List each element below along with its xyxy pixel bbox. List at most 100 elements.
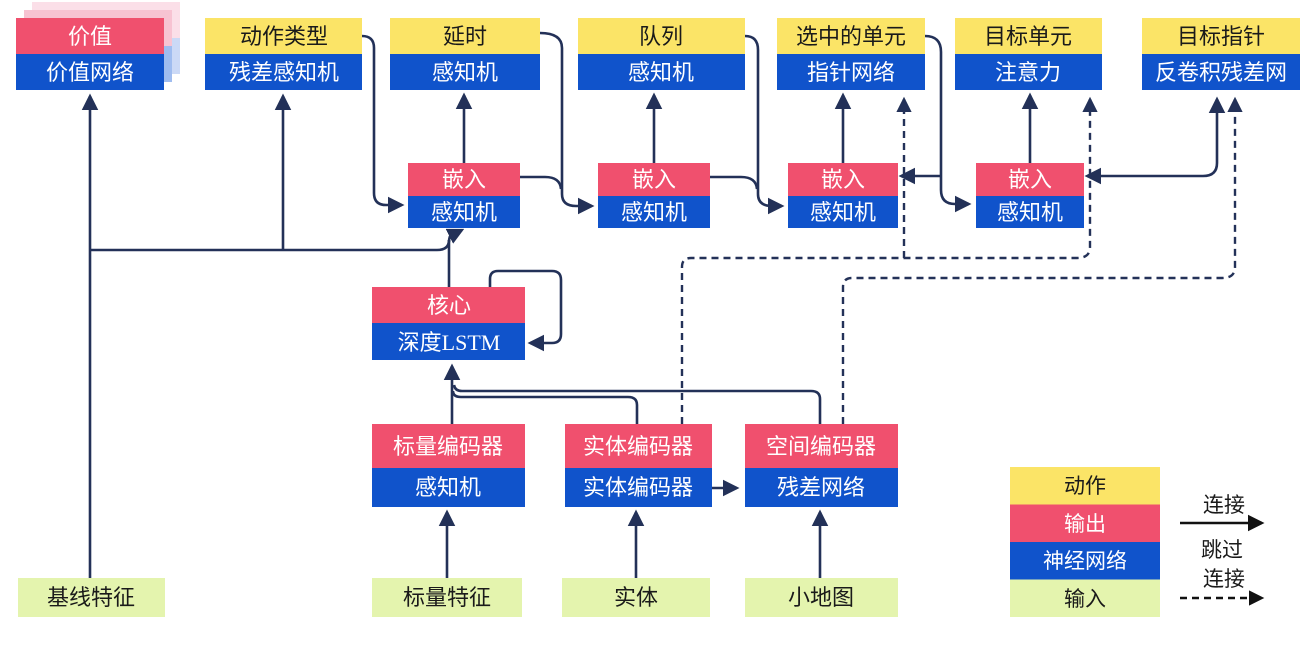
- line-spatial-encoder-to-core: [452, 384, 822, 424]
- arrow-core-to-embed1-bottom: [445, 228, 465, 244]
- legend-skip-label-2: 连接: [1203, 567, 1245, 591]
- node-embed1: 嵌入 感知机: [408, 163, 520, 228]
- embed1-head-box: [408, 163, 520, 196]
- target-unit-body-box: [955, 54, 1102, 90]
- embed3-head-label: 嵌入: [821, 167, 865, 192]
- target-point-head-label: 目标指针: [1177, 24, 1265, 49]
- target-unit-head-box: [955, 18, 1102, 54]
- delay-head-label: 延时: [443, 24, 487, 49]
- scalar-encoder-head-label: 标量编码器: [393, 434, 503, 459]
- node-queue: 队列 感知机: [578, 18, 745, 90]
- spatial-encoder-body-box: [745, 468, 898, 507]
- embed4-body-label: 感知机: [997, 200, 1063, 225]
- solid-connections: [81, 31, 1226, 578]
- value-head-label: 价值: [68, 24, 112, 49]
- entities-box: [562, 578, 710, 617]
- minimap-box: [745, 578, 898, 617]
- target-unit-body-label: 注意力: [995, 60, 1061, 85]
- node-scalar-features: 标量特征: [372, 578, 522, 617]
- delay-head-box: [390, 18, 540, 54]
- entity-encoder-body-label: 实体编码器: [583, 475, 693, 500]
- legend-network-box: [1010, 542, 1160, 580]
- scalar-features-label: 标量特征: [403, 585, 491, 610]
- target-point-body-box: [1142, 54, 1300, 90]
- legend-output-box: [1010, 504, 1160, 542]
- legend-input-box: [1010, 579, 1160, 617]
- core-head-label: 核心: [427, 293, 471, 318]
- embed2-head-label: 嵌入: [632, 167, 676, 192]
- delay-body-label: 感知机: [432, 60, 498, 85]
- embed4-head-label: 嵌入: [1008, 167, 1052, 192]
- legend-output-label: 输出: [1064, 512, 1106, 536]
- minimap-label: 小地图: [788, 585, 854, 610]
- node-value: 价值 价值网络: [16, 18, 164, 90]
- embed3-body-label: 感知机: [810, 200, 876, 225]
- target-point-body-label: 反卷积残差网: [1155, 60, 1287, 85]
- embed2-body-label: 感知机: [621, 200, 687, 225]
- queue-head-label: 队列: [639, 24, 683, 49]
- scalar-encoder-body-box: [372, 468, 525, 507]
- legend-connection-label: 连接: [1203, 493, 1245, 517]
- node-embed4: 嵌入 感知机: [976, 163, 1084, 228]
- node-delay: 延时 感知机: [390, 18, 540, 90]
- arrow-queue-to-embed3: [744, 34, 785, 215]
- scalar-encoder-body-label: 感知机: [415, 475, 481, 500]
- selected-units-body-label: 指针网络: [807, 60, 895, 85]
- node-target-unit: 目标单元 注意力: [955, 18, 1102, 90]
- node-scalar-encoder: 标量编码器 感知机: [372, 424, 525, 507]
- spatial-encoder-body-label: 残差网络: [777, 475, 865, 500]
- entity-encoder-head-box: [565, 424, 712, 468]
- selected-units-head-label: 选中的单元: [796, 24, 906, 49]
- scalar-features-box: [372, 578, 522, 617]
- delay-body-box: [390, 54, 540, 90]
- queue-body-box: [578, 54, 745, 90]
- dashed-entity-encoder-to-attention: [680, 96, 1098, 424]
- target-point-head-box: [1142, 18, 1300, 54]
- queue-head-box: [578, 18, 745, 54]
- legend-input-label: 输入: [1064, 587, 1106, 611]
- core-head-box: [372, 287, 525, 323]
- spatial-encoder-head-box: [745, 424, 898, 468]
- action-type-body-label: 残差感知机: [229, 60, 339, 85]
- line-entity-encoder-to-core: [451, 390, 639, 424]
- embed4-body-box: [976, 196, 1084, 228]
- embed2-body-box: [598, 196, 710, 228]
- baseline-features-box: [18, 578, 165, 617]
- line-core-output-horizontal: [90, 239, 451, 252]
- embed1-head-label: 嵌入: [442, 167, 486, 192]
- entity-encoder-head-label: 实体编码器: [583, 434, 693, 459]
- embed1-body-label: 感知机: [431, 200, 497, 225]
- value-head-box: [16, 18, 164, 54]
- node-embed2: 嵌入 感知机: [598, 163, 710, 228]
- node-entity-encoder: 实体编码器 实体编码器: [565, 424, 712, 507]
- legend: 动作 输出 神经网络 输入 连接 跳过 连接: [1010, 467, 1265, 617]
- target-unit-head-label: 目标单元: [984, 24, 1072, 49]
- action-type-head-label: 动作类型: [240, 24, 328, 49]
- action-type-body-box: [205, 54, 362, 90]
- queue-body-label: 感知机: [628, 60, 694, 85]
- selected-units-head-box: [777, 18, 925, 54]
- node-selected-units: 选中的单元 指针网络: [777, 18, 925, 90]
- arrow-action-type-to-embed1: [361, 34, 405, 214]
- node-baseline-features: 基线特征: [18, 578, 165, 617]
- legend-action-label: 动作: [1064, 474, 1106, 498]
- legend-skip-label-1: 跳过: [1201, 538, 1243, 562]
- embed1-body-box: [408, 196, 520, 228]
- action-type-head-box: [205, 18, 362, 54]
- node-action-type: 动作类型 残差感知机: [205, 18, 362, 90]
- node-target-point: 目标指针 反卷积残差网: [1142, 18, 1300, 90]
- arrow-selected-units-to-embed4: [924, 34, 972, 213]
- arrow-core-self-loop: [488, 269, 563, 352]
- embed3-body-box: [788, 196, 898, 228]
- entity-encoder-body-box: [565, 468, 712, 507]
- value-body-label: 价值网络: [46, 60, 134, 85]
- legend-network-label: 神经网络: [1043, 549, 1127, 573]
- line-embed2-right-merge: [710, 175, 759, 190]
- node-core: 核心 深度LSTM: [372, 287, 525, 360]
- embed4-head-box: [976, 163, 1084, 196]
- arrow-delay-to-embed2: [539, 31, 595, 215]
- line-embed1-right-merge: [520, 175, 563, 190]
- legend-action-box: [1010, 467, 1160, 505]
